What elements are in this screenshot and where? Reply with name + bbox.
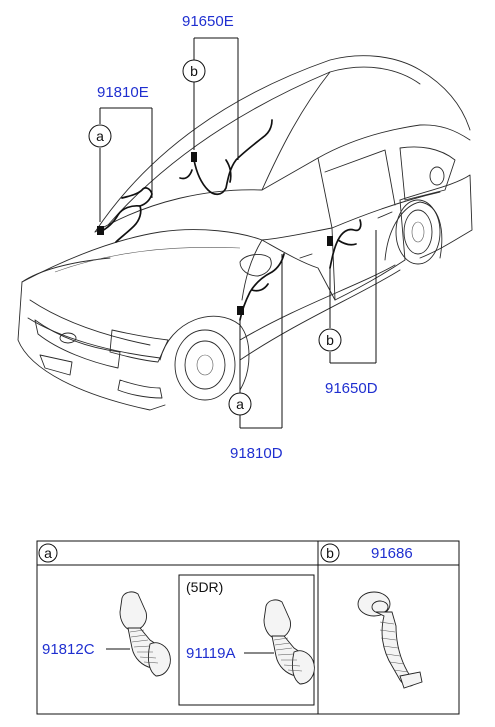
harness-91650D	[329, 219, 362, 269]
variant-5dr-label: (5DR)	[186, 579, 223, 595]
header-letter-b: b	[326, 545, 334, 561]
connector-91810E	[97, 226, 104, 235]
grommet-91686	[357, 591, 423, 689]
header-circle-b	[320, 543, 340, 563]
grommet-91812C	[119, 591, 171, 677]
callout-letter-b-top: b	[190, 63, 198, 79]
callout-letter-a-left: a	[96, 128, 104, 144]
callout-letter-b-right: b	[326, 332, 334, 348]
part-number-91650D: 91650D	[325, 380, 378, 397]
callout-circle-b-right	[318, 328, 342, 352]
callout-circle-a-left	[88, 124, 112, 148]
callout-letter-a-bottom: a	[236, 396, 244, 412]
harness-91810E	[99, 187, 153, 233]
callout-circle-b-top	[182, 59, 206, 83]
connector-91810D	[237, 306, 244, 315]
connector-91650D	[327, 236, 333, 246]
part-number-91810E: 91810E	[97, 84, 149, 101]
part-number-91686: 91686	[371, 545, 413, 562]
parts-table: a b 91686 (5DR) 91812C 91119A	[36, 540, 460, 715]
car-illustration	[17, 55, 473, 411]
harness-91810D	[239, 253, 285, 321]
part-number-91650E: 91650E	[182, 13, 234, 30]
part-number-91119A: 91119A	[186, 645, 236, 662]
harness-91650E	[193, 119, 273, 196]
header-letter-a: a	[44, 545, 52, 561]
grommet-91119A	[263, 599, 315, 685]
part-number-91810D: 91810D	[230, 445, 283, 462]
table-border	[36, 540, 460, 715]
callout-circle-a-bottom	[228, 392, 252, 416]
wiring-harnesses	[97, 119, 362, 321]
variant-5dr-box	[178, 574, 315, 706]
header-circle-a	[38, 543, 58, 563]
connector-91650E	[191, 152, 197, 162]
leader-lines	[99, 37, 377, 429]
part-number-91812C: 91812C	[42, 641, 95, 658]
callouts: 91650E b 91810E a a 91810D b 91650D	[88, 13, 378, 462]
